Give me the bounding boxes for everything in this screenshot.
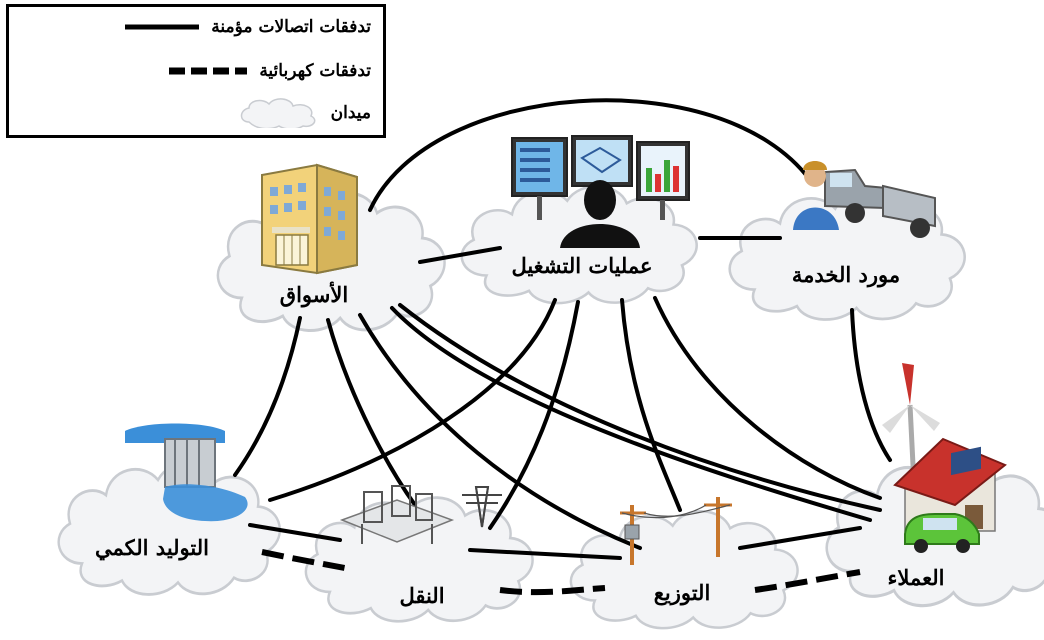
legend-dashed-line-swatch [169, 67, 248, 75]
node-label-operations: عمليات التشغيل [511, 253, 653, 278]
legend-cloud-swatch [240, 98, 315, 128]
transmission-tower-icon [462, 486, 502, 528]
node-label-distribution: التوزيع [653, 580, 711, 605]
legend-row-secure-comm: تدفقات اتصالات مؤمنة [123, 13, 371, 41]
comm-line-operations-customers [653, 296, 882, 500]
communication-flows [233, 98, 892, 560]
comm-line-operations-transmission [488, 300, 580, 530]
electric-car-icon [904, 513, 980, 553]
comm-line-markets-transmission [326, 318, 417, 507]
node-label-transmission: النقل [399, 583, 445, 608]
legend-solid-line-swatch [125, 24, 200, 30]
comm-line-operations-distribution [620, 298, 682, 512]
node-label-markets: الأسواق [279, 282, 349, 307]
building-icon [261, 163, 358, 275]
legend-row-electric-flow: تدفقات كهربائية [167, 57, 371, 85]
comm-line-markets-customers-a [398, 303, 882, 512]
comm-line-markets-generation [233, 316, 302, 477]
node-label-service-provider: مورد الخدمة [791, 262, 901, 287]
service-truck-icon [793, 161, 936, 238]
comm-line-transmission-distribution [468, 548, 622, 560]
electric-line-transmission-distribution [499, 585, 606, 596]
node-label-customers: العملاء [887, 565, 945, 590]
comm-line-markets-operations [418, 246, 502, 264]
legend-domain-label: ميدان [330, 103, 371, 123]
legend: تدفقات اتصالات مؤمنة تدفقات كهربائية ميد… [6, 4, 386, 138]
electric-line-generation-transmission [261, 549, 346, 571]
comm-line-operations-generation [268, 298, 557, 502]
utility-pole-icon [620, 497, 732, 565]
legend-electric-flow-label: تدفقات كهربائية [259, 61, 371, 81]
comm-line-markets-customers-b [390, 306, 872, 522]
legend-secure-comm-label: تدفقات اتصالات مؤمنة [211, 17, 371, 37]
comm-line-generation-transmission [248, 523, 342, 542]
house-icon [893, 437, 1007, 532]
electric-flows [261, 549, 861, 596]
operator-monitors-icon [511, 135, 690, 248]
comm-line-markets-service [368, 98, 812, 212]
domain-cloud-distribution [569, 510, 799, 630]
dam-icon [125, 423, 248, 522]
comm-line-service-customers [850, 308, 892, 462]
comm-line-markets-distribution [358, 313, 642, 550]
node-label-bulk-generation: التوليد الكمي [95, 535, 209, 560]
comm-line-distribution-customers [738, 526, 862, 550]
electric-line-distribution-customers [754, 569, 861, 593]
legend-row-domain: ميدان [239, 98, 371, 128]
substation-icon [339, 485, 455, 544]
